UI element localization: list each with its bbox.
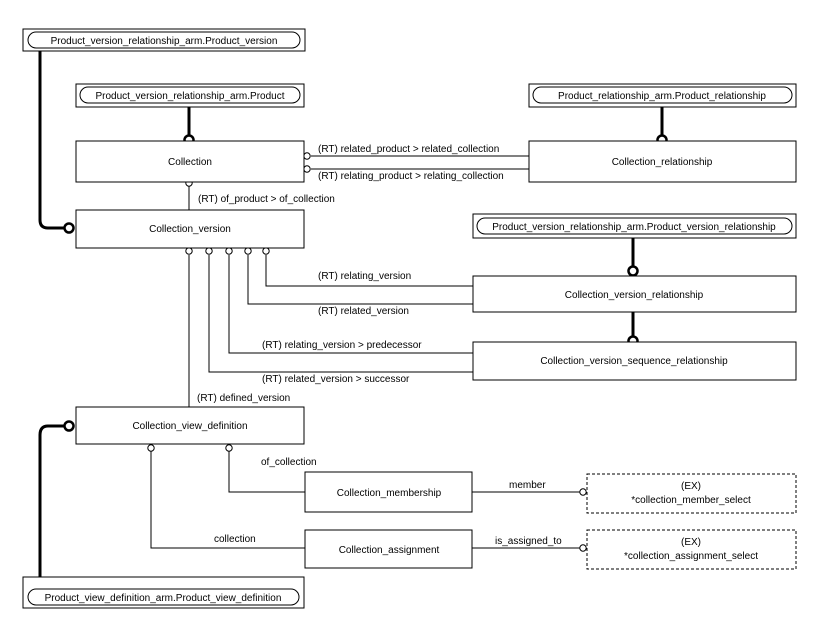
ex2-name-label: *collection_assignment_select — [624, 551, 758, 562]
collection-box[interactable]: Collection — [75, 140, 305, 183]
related-successor-line — [208, 255, 473, 373]
cvd-terminal-circle — [63, 420, 75, 432]
pv-to-collection-version-line — [38, 50, 64, 230]
pr-product-relationship-box[interactable]: Product_relationship_arm.Product_relatio… — [528, 83, 797, 108]
of-collection-label: of_collection — [261, 457, 317, 468]
is-assigned-to-label: is_assigned_to — [495, 536, 562, 547]
pvr-product-version-box[interactable]: Product_version_relationship_arm.Product… — [22, 28, 306, 52]
of-collection-line — [228, 451, 305, 493]
collection-relationship-label: Collection_relationship — [612, 157, 713, 168]
collection-membership-box[interactable]: Collection_membership — [304, 471, 473, 513]
ex1-name-label: *collection_member_select — [631, 495, 751, 506]
defined-version-label: (RT) defined_version — [197, 393, 290, 404]
thin-relationship-lines — [150, 155, 580, 549]
collection-version-box[interactable]: Collection_version — [75, 209, 305, 249]
collection-version-sequence-relationship-box[interactable]: Collection_version_sequence_relationship — [472, 341, 797, 381]
relating-predecessor-label: (RT) relating_version > predecessor — [262, 340, 422, 351]
collection-line — [150, 451, 305, 549]
collection-assignment-box[interactable]: Collection_assignment — [304, 529, 473, 569]
collection-membership-label: Collection_membership — [337, 488, 442, 499]
related-successor-label: (RT) related_version > successor — [262, 374, 410, 385]
collection-view-definition-box[interactable]: Collection_view_definition — [75, 406, 305, 445]
of-product-label: (RT) of_product > of_collection — [198, 194, 335, 205]
collection-version-sequence-relationship-label: Collection_version_sequence_relationship — [540, 356, 728, 367]
collection-assignment-select-box[interactable]: (EX) *collection_assignment_select — [586, 529, 797, 570]
pvr-product-label: Product_version_relationship_arm.Product — [96, 91, 285, 102]
pvr-product-version-relationship-box[interactable]: Product_version_relationship_arm.Product… — [472, 213, 797, 239]
pvd-to-cvd-line — [38, 424, 64, 577]
relating-version-label: (RT) relating_version — [318, 271, 411, 282]
collection-view-definition-label: Collection_view_definition — [132, 421, 247, 432]
pvr-product-box[interactable]: Product_version_relationship_arm.Product — [75, 83, 305, 108]
collection-version-relationship-box[interactable]: Collection_version_relationship — [472, 275, 797, 313]
collection-version-label: Collection_version — [149, 224, 231, 235]
collection-relationship-box[interactable]: Collection_relationship — [528, 140, 797, 183]
ex1-tag-label: (EX) — [681, 481, 701, 492]
collection-member-select-box[interactable]: (EX) *collection_member_select — [586, 473, 797, 514]
related-version-line — [247, 255, 473, 305]
pr-product-relationship-label: Product_relationship_arm.Product_relatio… — [558, 91, 766, 102]
cv-terminal-circle — [63, 222, 75, 234]
relationship-labels: (RT) related_product > related_collectio… — [197, 144, 562, 547]
collection-label: Collection — [168, 157, 212, 168]
ex2-tag-label: (EX) — [681, 537, 701, 548]
relating-version-line — [265, 255, 473, 287]
member-label: member — [509, 480, 546, 491]
thick-relationship-lines — [38, 50, 664, 577]
cvr-terminal-circle — [627, 265, 639, 277]
pvr-product-version-relationship-label: Product_version_relationship_arm.Product… — [492, 222, 776, 233]
relating-product-label: (RT) relating_product > relating_collect… — [318, 171, 504, 182]
relating-predecessor-line — [228, 255, 473, 354]
collection-version-relationship-label: Collection_version_relationship — [565, 290, 704, 301]
related-product-label: (RT) related_product > related_collectio… — [318, 144, 499, 155]
pvd-product-view-definition-label: Product_view_definition_arm.Product_view… — [45, 593, 282, 604]
pvr-product-version-label: Product_version_relationship_arm.Product… — [51, 36, 278, 47]
related-version-label: (RT) related_version — [318, 306, 409, 317]
collection-rel-label: collection — [214, 534, 256, 545]
collection-assignment-label: Collection_assignment — [339, 545, 440, 556]
pvd-product-view-definition-box[interactable]: Product_view_definition_arm.Product_view… — [22, 576, 305, 609]
